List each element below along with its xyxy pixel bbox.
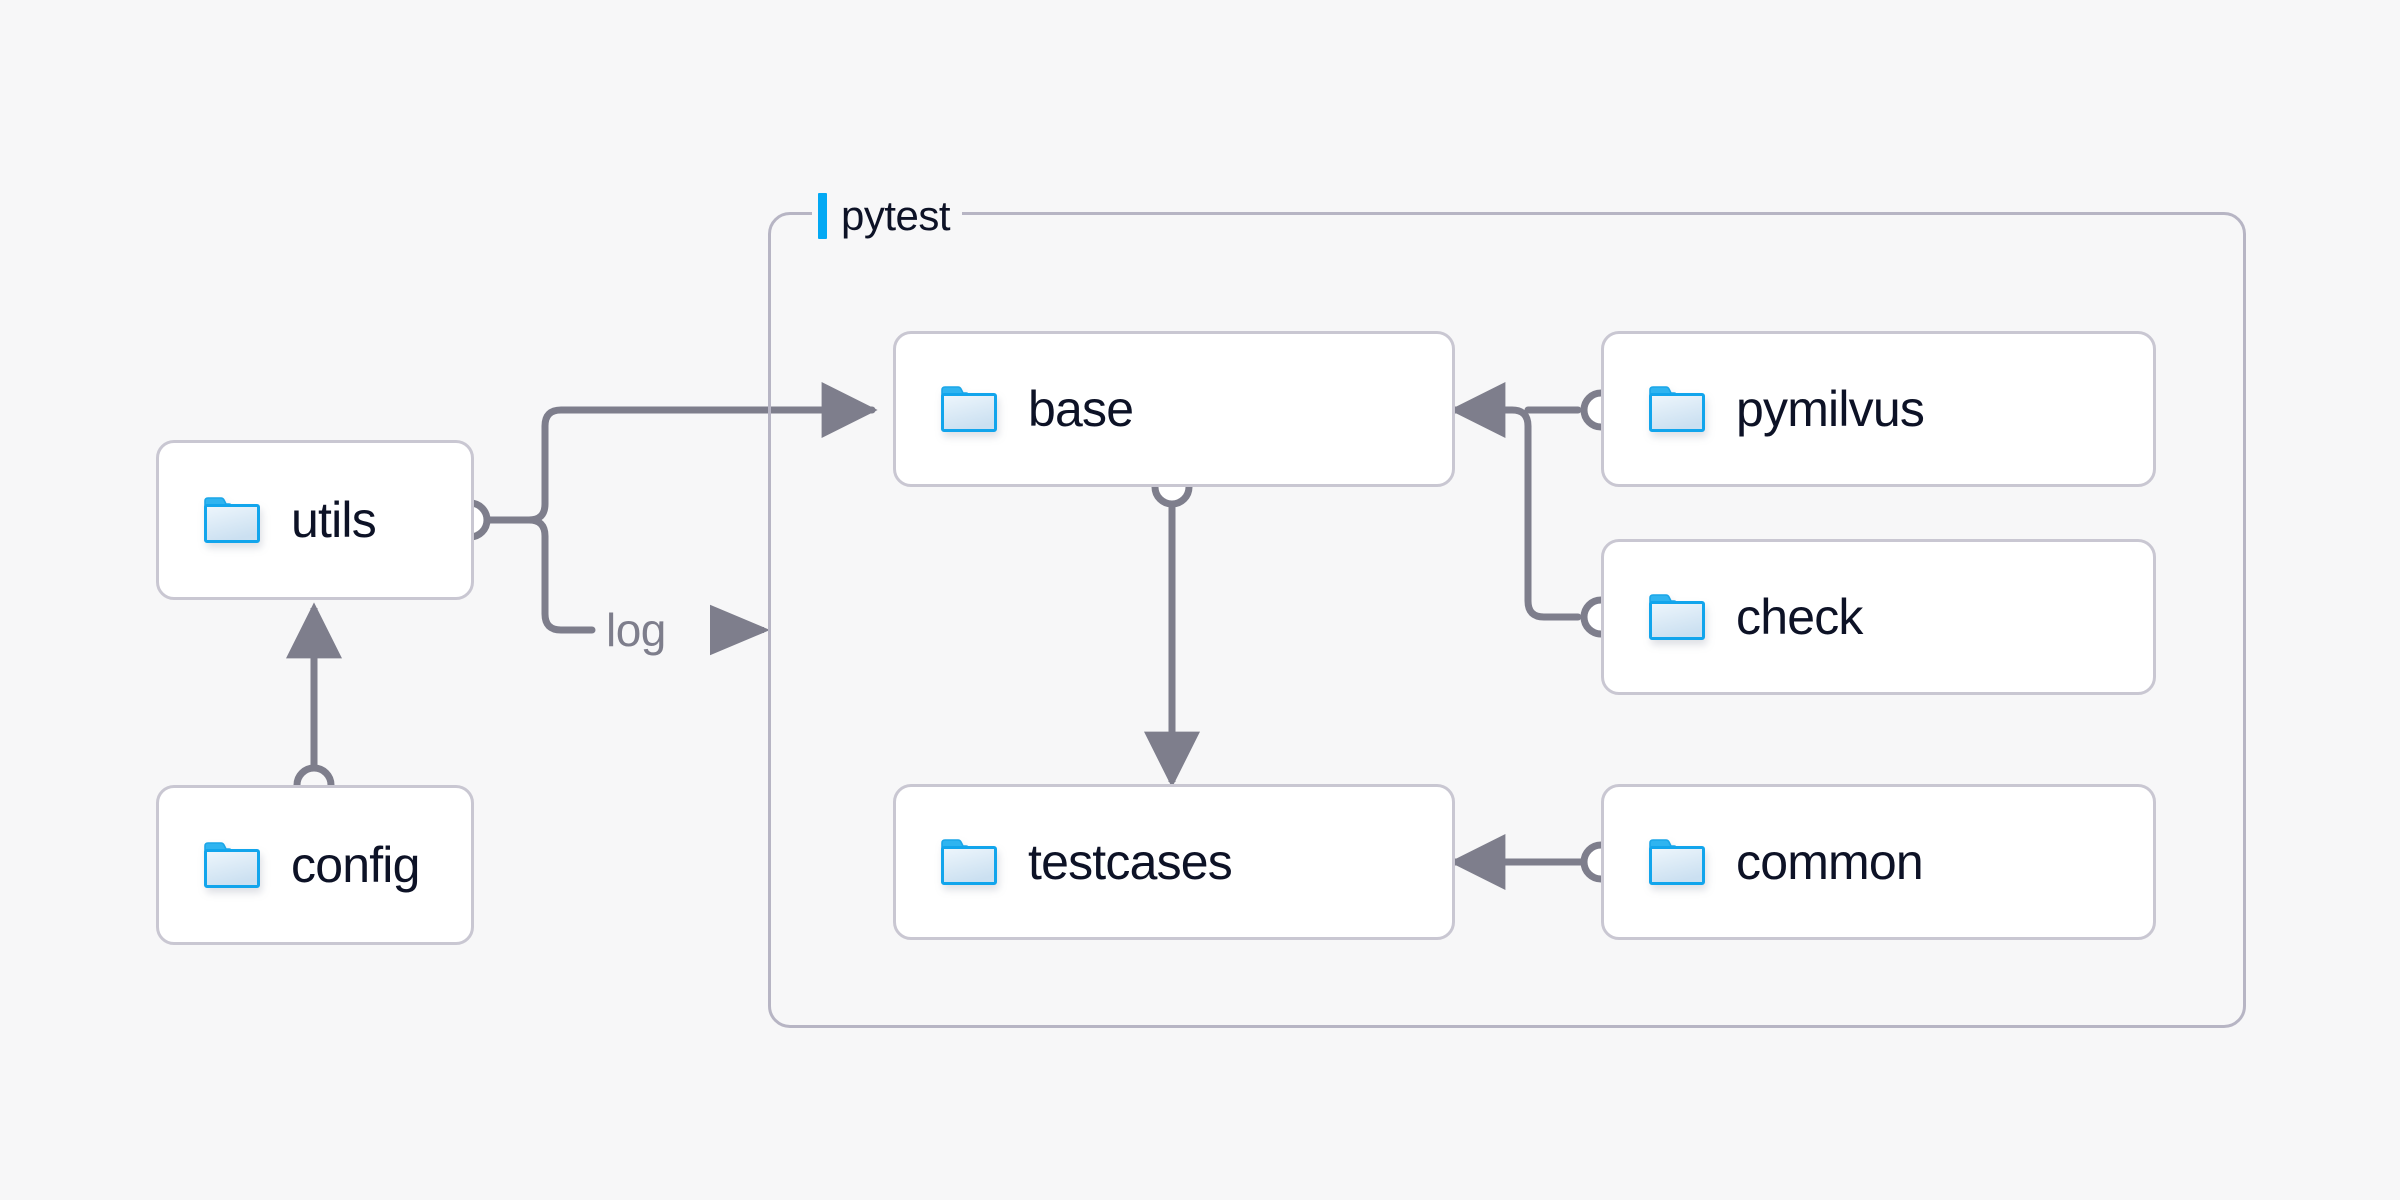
- node-label: check: [1736, 589, 1863, 645]
- edge-config-to-utils: [286, 602, 342, 806]
- node-label: base: [1028, 381, 1134, 437]
- node-common[interactable]: common: [1601, 784, 2156, 940]
- node-label: config: [291, 837, 420, 893]
- group-accent-bar: [818, 193, 827, 239]
- node-label: testcases: [1028, 834, 1233, 890]
- folder-icon: [203, 841, 261, 889]
- folder-icon: [940, 838, 998, 886]
- group-title-text: pytest: [841, 192, 951, 239]
- group-label-pytest: pytest: [812, 188, 963, 244]
- group-container-pytest: [768, 212, 2246, 1028]
- folder-icon: [1648, 593, 1706, 641]
- node-config[interactable]: config: [156, 785, 474, 945]
- folder-icon: [1648, 385, 1706, 433]
- edge-label-log: log: [606, 604, 666, 656]
- node-check[interactable]: check: [1601, 539, 2156, 695]
- node-base[interactable]: base: [893, 331, 1455, 487]
- folder-icon: [203, 496, 261, 544]
- folder-icon: [940, 385, 998, 433]
- node-label: pymilvus: [1736, 381, 1925, 437]
- folder-icon: [1648, 838, 1706, 886]
- node-label: utils: [291, 492, 377, 548]
- node-label: common: [1736, 834, 1924, 890]
- node-testcases[interactable]: testcases: [893, 784, 1455, 940]
- node-utils[interactable]: utils: [156, 440, 474, 600]
- node-pymilvus[interactable]: pymilvus: [1601, 331, 2156, 487]
